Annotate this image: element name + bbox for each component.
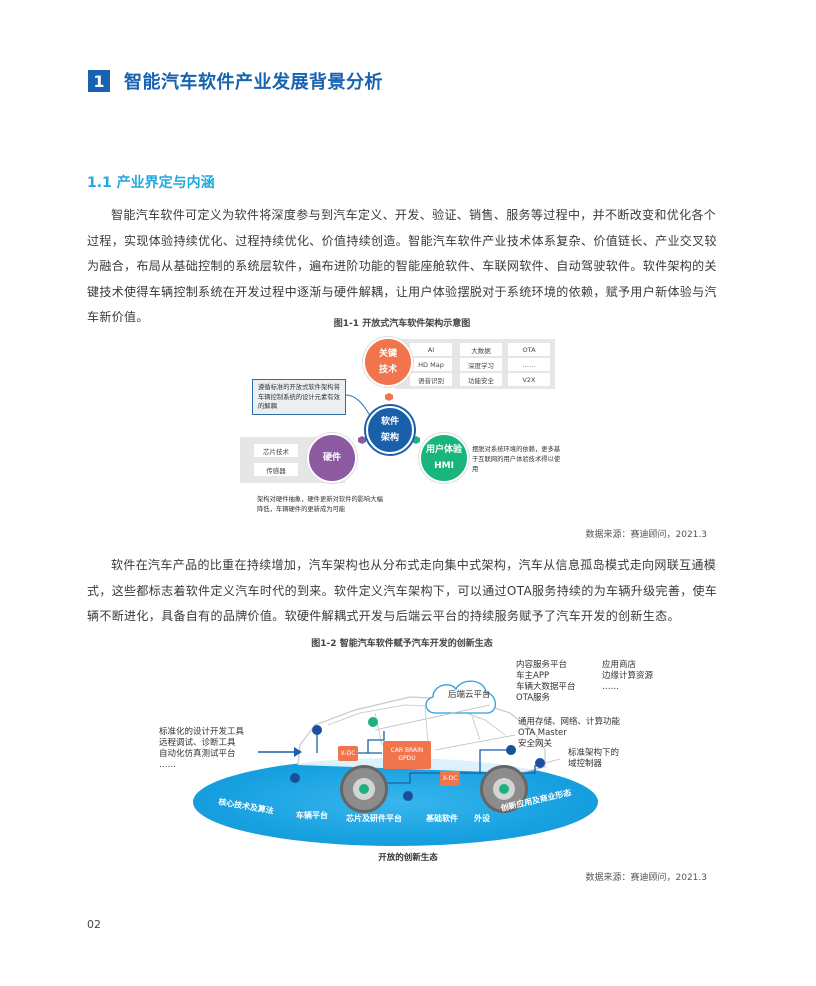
hardware-item: 芯片技术 [254, 444, 298, 457]
hardware-item: 传感器 [254, 463, 298, 476]
decouple-note-box: 遵循标准的开放式软件架构将车辆控制系统的设计元素有效的解耦 [252, 379, 346, 415]
domain-controller-note: 标准架构下的 域控制器 [568, 748, 619, 770]
platform-layer: 车辆平台 [296, 811, 328, 820]
dev-tool-item: 标准化的设计开发工具 [159, 727, 245, 737]
hmi-label-2: HMI [434, 461, 454, 471]
cloud-service-item: 车主APP [516, 671, 550, 681]
x-dc-right-ecu: X-DC [440, 771, 460, 786]
gateway-feature-item: 安全网关 [518, 739, 553, 749]
center-label-2: 架构 [380, 433, 399, 443]
domain-controller-line: 域控制器 [568, 759, 603, 769]
hardware-note: 架构对硬件抽象，硬件更新对软件的影响大幅降低，车辆硬件的更新成为可能 [257, 496, 383, 513]
dev-tools-list: 标准化的设计开发工具 远程调试、诊断工具 自动化仿真测试平台 …… [159, 727, 244, 771]
hmi-circle: 用户体验 HMI [419, 433, 469, 483]
cloud-service-item: 应用商店 [602, 660, 637, 670]
dev-tool-item: 远程调试、诊断工具 [159, 738, 236, 748]
center-label-1: 软件 [380, 417, 399, 427]
gateway-feature-item: OTA Master [518, 728, 567, 738]
cloud-service-item: OTA服务 [516, 693, 551, 703]
node-dot-icon [312, 725, 322, 735]
x-dc-left-ecu: X-DC [338, 746, 358, 761]
key-tech-label-2: 技术 [378, 365, 397, 375]
gateway-features: 通用存储、网络、计算功能 OTA Master 安全网关 [518, 717, 620, 750]
cloud-service-item: …… [602, 682, 619, 692]
tech-item: 语音识别 [410, 373, 452, 386]
tech-item: V2X [508, 373, 550, 386]
tech-item: 大数据 [460, 343, 502, 356]
chapter-number: 1 [88, 70, 110, 92]
node-dot-icon [506, 745, 516, 755]
sensor-node-icon [359, 784, 369, 794]
car-outline [258, 680, 561, 791]
key-tech-panel: AI 大数据 OTA HD Map 深度学习 …… 语音识别 功能安全 V2X [395, 339, 555, 389]
figure-1-caption: 图1-1 开放式汽车软件架构示意图 [333, 319, 471, 329]
sensor-node-icon [368, 717, 378, 727]
hmi-note: 摆脱对系统环境的依赖，更多基于互联网的用户体验技术得以使用 [472, 446, 561, 473]
node-dot-icon [290, 773, 300, 783]
tech-item: 功能安全 [460, 373, 502, 386]
tech-item: OTA [508, 343, 550, 356]
platform-layer: 基础软件 [426, 814, 458, 823]
domain-controller-line: 标准架构下的 [568, 748, 620, 758]
hardware-circle: 硬件 [307, 433, 357, 483]
chapter-heading: 1 智能汽车软件产业发展背景分析 [88, 70, 383, 93]
cloud-service-item: 车辆大数据平台 [516, 682, 576, 692]
rear-wheel [480, 765, 528, 813]
tech-item: 深度学习 [460, 358, 502, 371]
cloud-services-col2: 应用商店 边缘计算资源 …… [602, 660, 653, 693]
tech-item: …… [508, 358, 550, 371]
page-number: 02 [87, 918, 101, 931]
purple-hex-marker-icon [358, 436, 366, 444]
hardware-label: 硬件 [322, 453, 341, 463]
car-brain-ecu: CAR BRAIN GPDU [383, 741, 431, 769]
sensor-node-icon [499, 784, 509, 794]
dev-tool-item: 自动化仿真测试平台 [159, 749, 236, 759]
cloud-service-item: 边缘计算资源 [602, 671, 654, 681]
figure-1-architecture-diagram: AI 大数据 OTA HD Map 深度学习 …… 语音识别 功能安全 V2X … [240, 335, 580, 520]
gateway-feature-item: 通用存储、网络、计算功能 [518, 717, 621, 727]
chapter-title: 智能汽车软件产业发展背景分析 [124, 72, 383, 93]
figure-2-source: 数据来源：赛迪顾问，2021.3 [585, 873, 708, 883]
figure-2-ecosystem-diagram: X-DC CAR BRAIN GPDU X-DC 后端云平台 内容服务平台 车主… [150, 655, 670, 855]
green-hex-marker-icon [412, 436, 420, 444]
dev-tool-item: …… [159, 760, 176, 770]
orange-hex-marker-icon [385, 393, 393, 401]
car-brain-label: CAR BRAIN [390, 747, 424, 754]
figure-2-caption: 图1-2 智能汽车软件赋予汽车开发的创新生态 [311, 639, 493, 649]
hmi-label-1: 用户体验 [425, 445, 462, 455]
figure-2-subtitle: 开放的创新生态 [378, 853, 438, 863]
figure-1-source: 数据来源：赛迪顾问，2021.3 [585, 530, 708, 540]
section-title: 1.1 产业界定与内涵 [87, 175, 215, 191]
platform-layer: 外设 [474, 814, 490, 823]
front-wheel [340, 765, 388, 813]
gpdu-label: GPDU [398, 755, 416, 762]
node-dot-icon [403, 791, 413, 801]
tech-item: AI [410, 343, 452, 356]
tech-item: HD Map [410, 358, 452, 371]
cloud-label: 后端云平台 [448, 690, 491, 700]
node-dot-icon [535, 758, 545, 768]
cloud-services-col1: 内容服务平台 车主APP 车辆大数据平台 OTA服务 [516, 660, 576, 704]
key-tech-circle: 关键 技术 [363, 337, 413, 387]
platform-layer: 芯片及研件平台 [346, 814, 402, 823]
paragraph-1: 智能汽车软件可定义为软件将深度参与到汽车定义、开发、验证、销售、服务等过程中，并… [87, 208, 717, 324]
cloud-service-item: 内容服务平台 [516, 660, 568, 670]
key-tech-label-1: 关键 [378, 349, 397, 359]
paragraph-2: 软件在汽车产品的比重在持续增加，汽车架构也从分布式走向集中式架构，汽车从信息孤岛… [87, 558, 718, 623]
software-architecture-circle: 软件 架构 [366, 406, 414, 454]
